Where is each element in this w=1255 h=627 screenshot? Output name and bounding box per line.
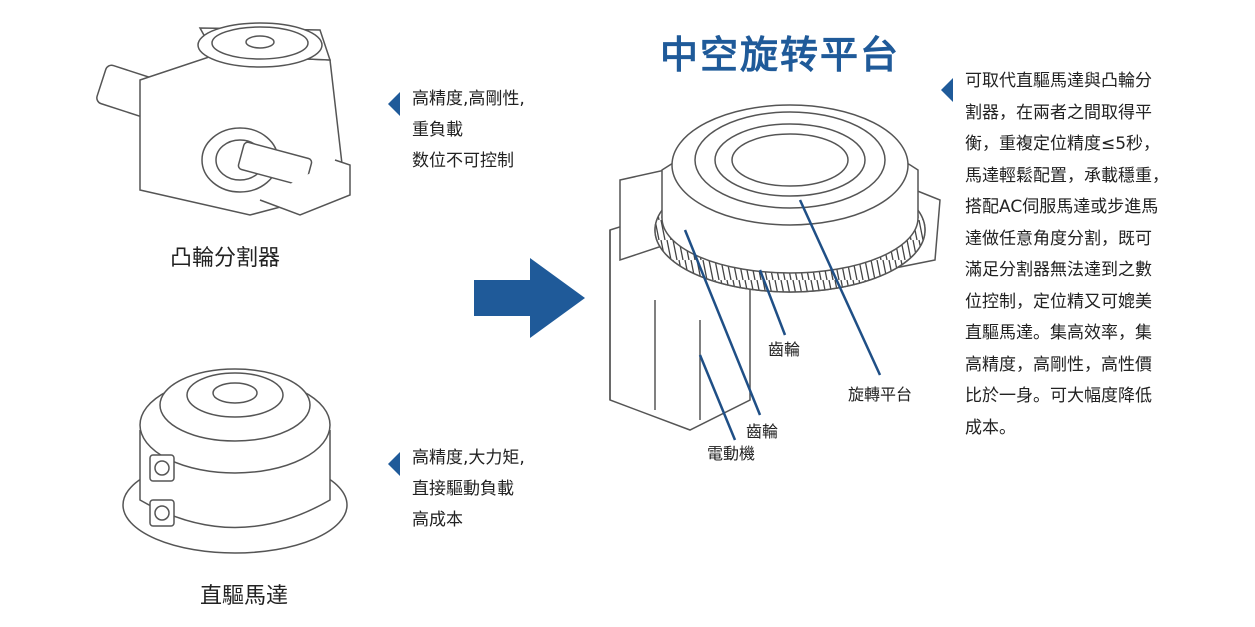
direct-drive-motor-drawing	[122, 368, 348, 554]
feature-line: 重負載	[412, 120, 463, 140]
description-line: 直驅馬達。集高效率，集	[965, 323, 1152, 343]
right-arrow-icon	[474, 258, 585, 338]
rotary-platform-label: 旋轉平台	[848, 385, 913, 404]
description-line: 高精度，高剛性，高性價	[965, 354, 1152, 375]
description-line: 割器，在兩者之間取得平	[965, 102, 1152, 123]
direct-drive-features: 高精度,大力矩, 直接驅動負載 高成本	[412, 443, 525, 536]
description-line: 位控制，定位精又可媲美	[965, 291, 1152, 312]
hollow-rotary-platform-drawing	[609, 104, 941, 431]
page-title: 中空旋转平台	[659, 33, 900, 77]
description-line: 達做任意角度分割，既可	[965, 228, 1152, 249]
leader-lines	[683, 199, 882, 441]
description-line: 馬達輕鬆配置，承載穩重，	[965, 165, 1169, 186]
description-line: 滿足分割器無法達到之數	[965, 260, 1152, 280]
description-line: 衡，重複定位精度≤5秒，	[965, 134, 1161, 154]
feature-line: 高精度,高剛性,	[412, 89, 525, 109]
description-line: 成本。	[965, 417, 1016, 438]
gear-upper-label: 齒輪	[768, 340, 801, 359]
pointer-triangle-icon	[388, 452, 400, 476]
feature-line: 数位不可控制	[412, 151, 514, 171]
description-line: 比於一身。可大幅度降低	[965, 386, 1152, 406]
feature-line: 高精度,大力矩,	[412, 448, 525, 468]
gear-lower-label: 齒輪	[746, 422, 779, 441]
pointer-triangle-icon	[941, 78, 953, 102]
direct-drive-caption: 直驅馬達	[200, 584, 289, 609]
platform-description: 可取代直驅馬達與凸輪分 割器，在兩者之間取得平 衡，重複定位精度≤5秒， 馬達輕…	[965, 66, 1195, 444]
feature-line: 高成本	[412, 510, 463, 530]
feature-line: 直接驅動負載	[412, 479, 514, 499]
description-line: 搭配AC伺服馬達或步進馬	[965, 197, 1159, 217]
motor-label: 電動機	[707, 444, 756, 463]
cam-indexer-features: 高精度,高剛性, 重負載 数位不可控制	[412, 84, 525, 177]
cam-indexer-caption: 凸輪分割器	[170, 246, 281, 271]
cam-indexer-drawing	[96, 22, 351, 216]
description-line: 可取代直驅馬達與凸輪分	[965, 71, 1152, 91]
pointer-triangle-icon	[388, 92, 400, 116]
